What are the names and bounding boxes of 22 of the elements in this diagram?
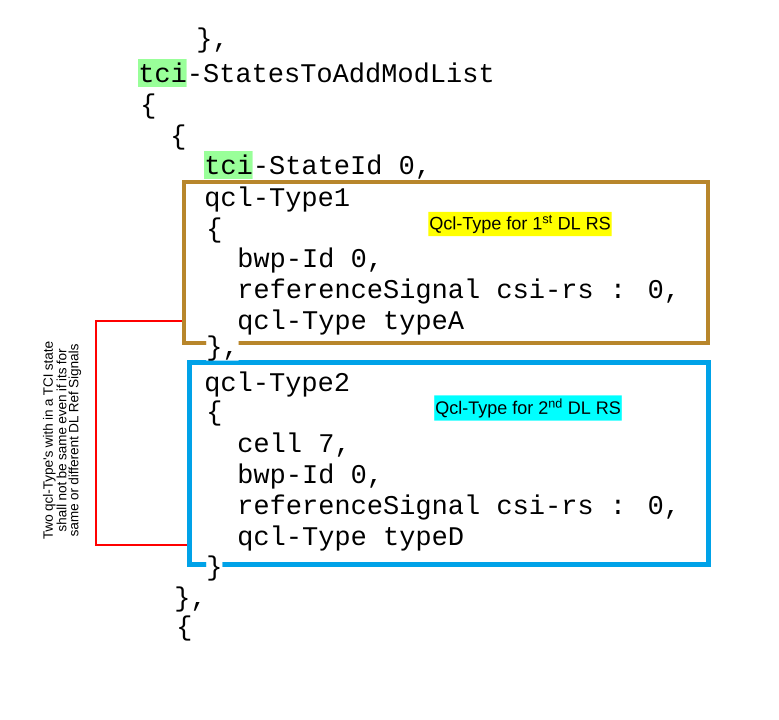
bracket-line: [95, 320, 187, 546]
edge-label: Two qcl-Type's with in a TCI state shall not be same even if its for same or different DL Ref Signals: [42, 342, 82, 539]
code-line: },: [176, 586, 200, 612]
code-line: bwp-Id 0,: [240, 463, 376, 489]
code-line: {: [209, 400, 220, 426]
code-line: },: [198, 27, 222, 53]
highlighted-note: Qcl-Type for 2$^{nd}$ DL RS: [434, 395, 622, 421]
code-line: {: [179, 615, 190, 641]
code-line: {: [173, 124, 184, 150]
code-line: tci-StateId 0,: [204, 151, 424, 179]
code-line: {: [143, 93, 154, 119]
code-line: qcl-Type2: [206, 371, 348, 397]
code-line: referenceSignal csi-rs : 0,: [240, 278, 673, 304]
highlighted-note: Qcl-Type for 1$^{st}$ DL RS: [428, 212, 612, 236]
code-line: cell 7,: [238, 432, 344, 457]
code-line: {: [209, 217, 220, 243]
code-line: qcl-Type typeD: [239, 525, 463, 551]
code-line: tci-StatesToAddModList: [138, 59, 492, 87]
code-line: referenceSignal csi-rs : 0,: [240, 494, 673, 520]
code-line: qcl-Type typeA: [239, 309, 464, 335]
code-line: qcl-Type1: [206, 186, 349, 212]
code-line: bwp-Id 0,: [240, 247, 376, 273]
